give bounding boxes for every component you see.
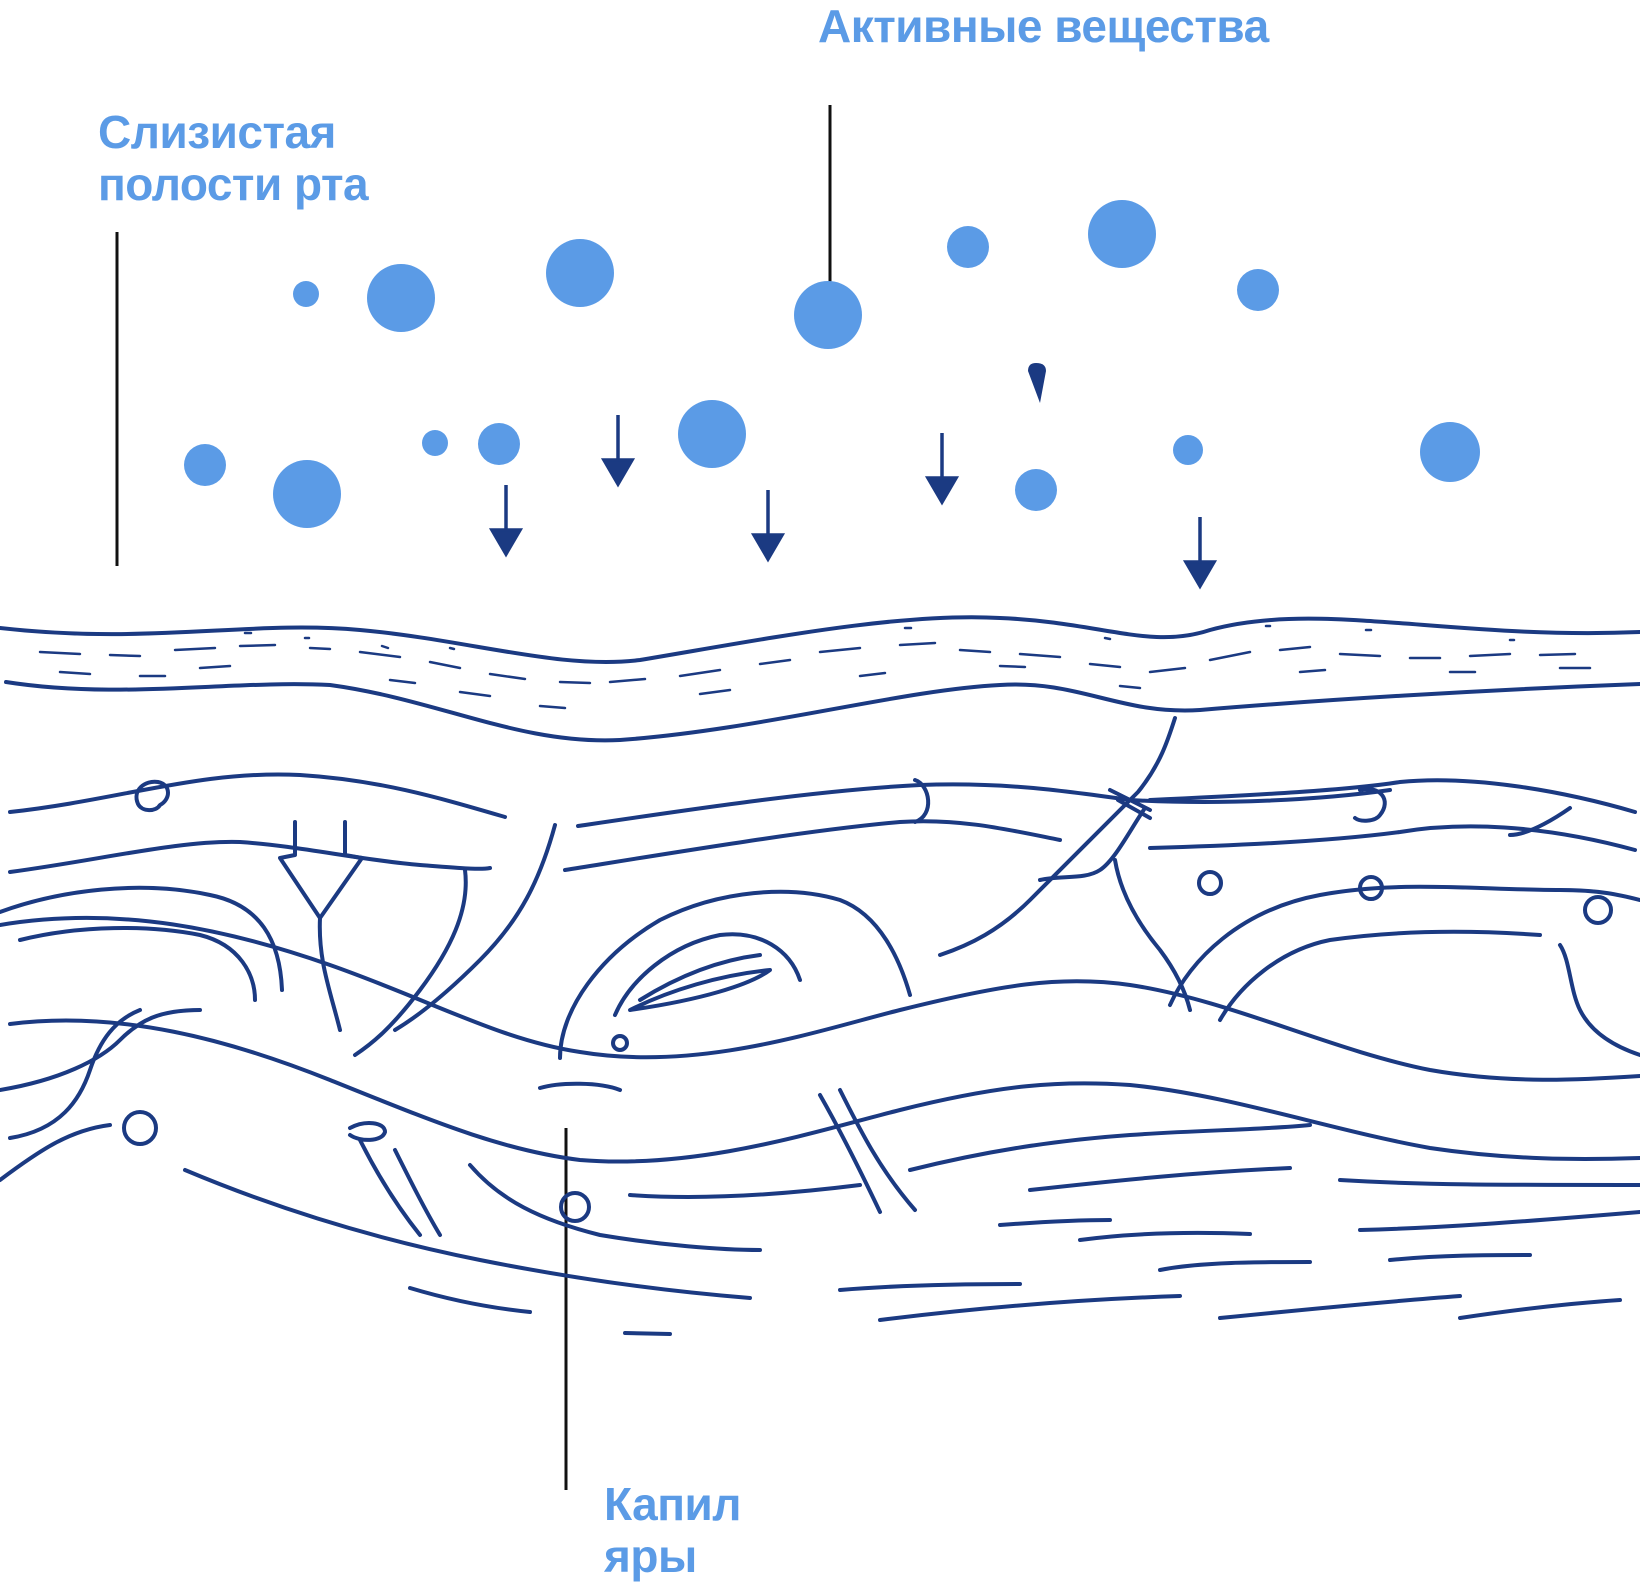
- deep-fiber: [1458, 1298, 1622, 1320]
- particle: [367, 264, 435, 332]
- vessel-branch: [938, 716, 1177, 957]
- vessel-loop: [18, 926, 257, 1002]
- particle: [422, 430, 448, 456]
- label-oral-mucosa-line2: полости рта: [98, 158, 369, 210]
- fiber: [1148, 778, 1637, 814]
- vessel-loop: [1168, 884, 1640, 1007]
- droplet-icon: [1028, 363, 1046, 403]
- particle: [678, 400, 746, 468]
- particle: [293, 281, 319, 307]
- capillary-band-top: [0, 915, 1640, 1082]
- vessel-loop: [538, 1081, 622, 1092]
- vessel-loop: [348, 1121, 387, 1142]
- vessel-loop: [558, 889, 912, 1060]
- deep-fiber: [1028, 1166, 1292, 1192]
- vessel-branch: [1108, 788, 1152, 820]
- epithelium-top: [0, 615, 1640, 664]
- label-active-substances: Активные вещества: [818, 0, 1269, 52]
- particle: [478, 423, 520, 465]
- capillary-band-bottom: [8, 1018, 1640, 1164]
- vessel-loop: [393, 823, 557, 1032]
- particle: [1173, 435, 1203, 465]
- vessel-loop: [353, 868, 468, 1057]
- vessel-loop: [613, 932, 802, 1017]
- cell: [1583, 895, 1613, 925]
- particle: [1237, 269, 1279, 311]
- vessel-loop: [638, 953, 762, 1002]
- vessel-branch: [1113, 858, 1192, 1012]
- particles: [184, 200, 1480, 528]
- particle: [1420, 422, 1480, 482]
- particle: [1088, 200, 1156, 268]
- vessel-loop: [628, 968, 772, 1012]
- fiber: [913, 778, 931, 824]
- diffusion-arrows: [488, 363, 1218, 590]
- vessel-loop: [0, 1123, 112, 1182]
- fiber: [1353, 787, 1387, 823]
- fiber: [576, 782, 1392, 828]
- deep-fiber: [1078, 1230, 1252, 1242]
- fiber: [1508, 806, 1572, 837]
- label-oral-mucosa: Слизистая полости рта: [98, 106, 369, 210]
- particle: [273, 460, 341, 528]
- deep-fiber: [1158, 1260, 1312, 1272]
- deep-fiber: [1388, 1253, 1532, 1262]
- fiber: [134, 779, 170, 813]
- down-arrow-icon: [1182, 517, 1218, 590]
- particle: [184, 444, 226, 486]
- deep-fiber: [838, 1088, 917, 1212]
- label-capillaries-line1: Капил: [604, 1478, 742, 1530]
- down-arrow-icon: [600, 415, 636, 488]
- particle: [546, 239, 614, 307]
- particle: [947, 226, 989, 268]
- cell: [1197, 870, 1223, 896]
- deep-fiber: [628, 1183, 862, 1199]
- label-capillaries: Капил яры: [604, 1478, 742, 1582]
- pointer-lines: [115, 105, 832, 1490]
- vessel-loop: [317, 916, 342, 1032]
- cell: [559, 1191, 591, 1223]
- deep-fiber: [1338, 1178, 1640, 1187]
- vessel-loop: [278, 820, 364, 920]
- particle: [794, 281, 862, 349]
- deep-fiber: [1218, 1294, 1462, 1320]
- deep-fiber: [1358, 1210, 1640, 1232]
- down-arrow-icon: [488, 485, 524, 558]
- deep-fiber: [183, 1168, 752, 1300]
- deep-fiber: [878, 1294, 1182, 1322]
- deep-fiber: [623, 1331, 672, 1336]
- vessel-loop: [358, 1138, 422, 1237]
- vessel-loop: [8, 1008, 142, 1140]
- vessel-loop: [393, 1148, 442, 1237]
- deep-fiber: [838, 1282, 1022, 1292]
- epithelium-dashes: [38, 624, 1592, 710]
- fiber: [8, 839, 492, 874]
- down-arrow-icon: [750, 490, 786, 563]
- tissue-layers: [0, 615, 1640, 1336]
- label-oral-mucosa-line1: Слизистая: [98, 106, 336, 158]
- cell: [122, 1110, 158, 1146]
- deep-fiber: [998, 1218, 1112, 1227]
- vessel-loop: [0, 885, 284, 992]
- fiber: [1148, 824, 1637, 852]
- epithelium-bottom: [4, 680, 1640, 743]
- vessel-loop: [0, 1008, 202, 1092]
- vessel-loop: [1218, 929, 1542, 1022]
- cell: [1358, 875, 1384, 901]
- fiber: [563, 819, 1062, 872]
- particle: [1015, 469, 1057, 511]
- fiber: [8, 772, 507, 819]
- down-arrow-icon: [924, 433, 960, 506]
- label-capillaries-line2: яры: [604, 1530, 697, 1582]
- deep-fiber: [468, 1163, 762, 1252]
- deep-fiber: [908, 1123, 1312, 1172]
- deep-fiber: [818, 1093, 882, 1214]
- vessel-loop: [1558, 943, 1640, 1057]
- vessel-branch: [1038, 806, 1147, 882]
- cell: [611, 1034, 629, 1052]
- deep-fiber: [408, 1286, 532, 1314]
